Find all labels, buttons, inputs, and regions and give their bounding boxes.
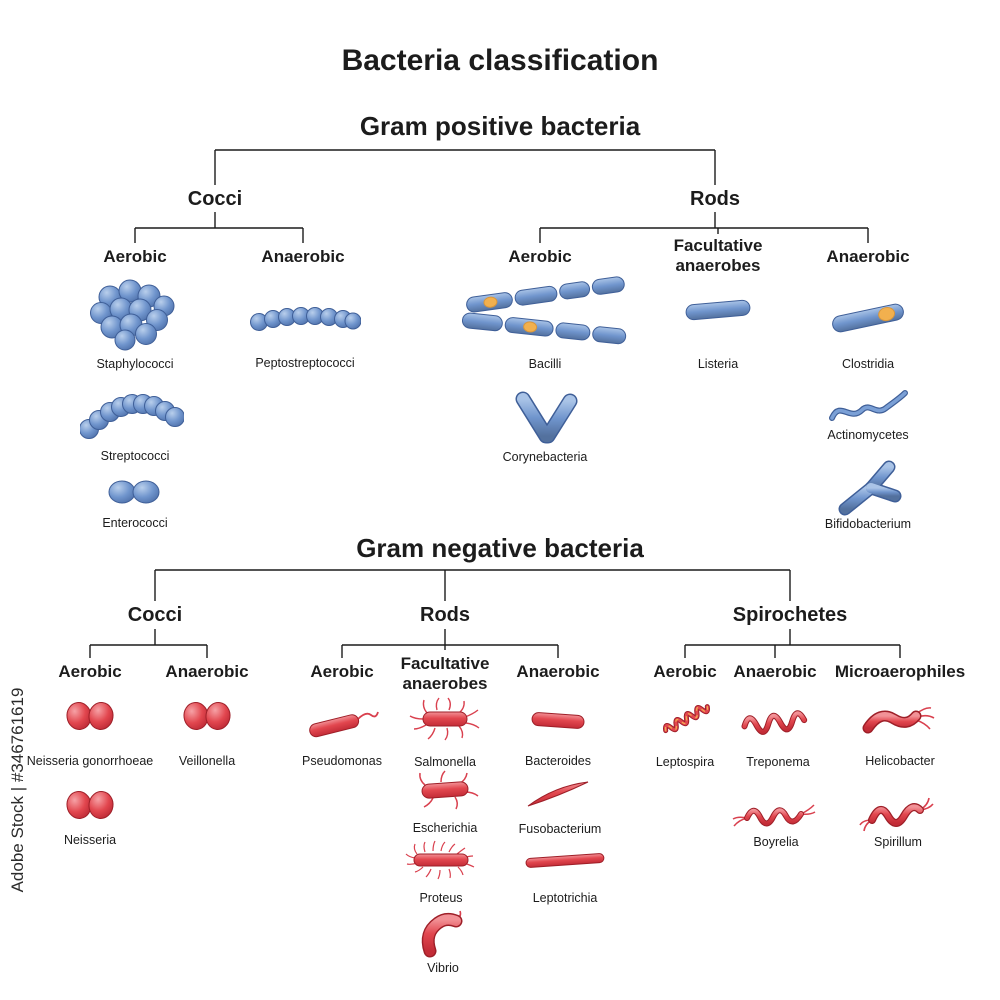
gn-spiro-aerobic-label: Aerobic [653,662,717,681]
label-leptotrichia: Leptotrichia [532,891,598,905]
proteus-illustration [397,837,485,883]
label-bacteroides: Bacteroides [524,754,592,768]
bacteroides-illustration [526,707,590,735]
gn-cocci-anaerobic-label: Anaerobic [165,662,249,681]
watermark: Adobe Stock | #346761619 [8,687,27,893]
label-peptostreptococci: Peptostreptococci [255,356,355,370]
boyrelia-illustration [731,792,817,836]
label-veillonella: Veillonella [178,754,236,768]
gp-rods-anaerobic-label: Anaerobic [826,247,910,266]
gp-cocci-anaerobic-label: Anaerobic [261,247,345,266]
gp-rods-label: Rods [690,188,740,210]
label-streptococci: Streptococci [100,449,170,463]
label-corynebacteria: Corynebacteria [502,450,588,464]
label-neisseria: Neisseria [63,833,117,847]
vibrio-illustration [418,909,468,961]
neisseria-illustration [64,788,116,822]
gn-cocci-aerobic-label: Aerobic [58,662,122,681]
corynebacteria-illustration [503,389,587,451]
spirillum-illustration [858,788,938,836]
gn-spiro-anaerobic-label: Anaerobic [733,662,817,681]
enterococci-illustration [103,476,167,508]
label-clostridia: Clostridia [841,357,895,371]
treponema-illustration [738,701,814,739]
helicobacter-illustration [860,696,940,740]
peptostreptococci-illustration [249,302,362,334]
label-helicobacter: Helicobacter [865,754,935,768]
label-listeria: Listeria [697,357,739,371]
gp-rods-aerobic-label: Aerobic [508,247,572,266]
label-boyrelia: Boyrelia [753,835,799,849]
escherichia-illustration [407,767,483,811]
fusobacterium-illustration [525,777,591,811]
salmonella-illustration [407,695,483,743]
pseudomonas-illustration [303,699,381,741]
label-actinomycetes: Actinomycetes [827,428,909,442]
label-vibrio: Vibrio [427,961,459,975]
gn-rods-anaerobic-label: Anaerobic [516,662,600,681]
veillonella-illustration [181,699,233,733]
actinomycetes-illustration [826,384,910,428]
listeria-illustration [681,296,755,324]
label-neisseria-gonorrhoeae: Neisseria gonorrhoeae [26,754,154,768]
label-pseudomonas: Pseudomonas [302,754,382,768]
label-proteus: Proteus [419,891,463,905]
gn-cocci-label: Cocci [127,604,183,626]
leptotrichia-illustration [522,849,608,873]
label-bifidobacterium: Bifidobacterium [824,517,912,531]
gp-cocci-aerobic-label: Aerobic [103,247,167,266]
label-spirillum: Spirillum [874,835,922,849]
gram-positive-heading: Gram positive bacteria [359,111,641,141]
label-treponema: Treponema [746,755,810,769]
label-bacilli: Bacilli [528,357,562,371]
label-fusobacterium: Fusobacterium [518,822,602,836]
gn-rods-facultative-label: Facultative anaerobes [400,654,490,694]
gram-negative-heading: Gram negative bacteria [356,533,644,563]
gn-rods-label: Rods [420,604,470,626]
bifidobacterium-illustration [832,459,904,517]
gn-spiro-micro-label: Microaerophiles [834,662,966,681]
leptospira-illustration [656,691,714,741]
gn-spirochetes-label: Spirochetes [732,604,848,626]
clostridia-illustration [825,298,911,338]
bacilli-illustration [460,271,630,353]
label-escherichia: Escherichia [412,821,478,835]
label-staphylococci: Staphylococci [96,357,174,371]
gp-cocci-label: Cocci [187,188,243,210]
streptococci-illustration [79,386,185,440]
label-salmonella: Salmonella [414,755,476,769]
diagram-title: Bacteria classification [341,44,659,77]
label-leptospira: Leptospira [655,755,715,769]
staphylococci-illustration [85,278,185,352]
gp-rods-facultative-label: Facultative anaerobes [673,236,763,276]
label-enterococci: Enterococci [102,516,168,530]
neisseria-gonorrhoeae-illustration [64,699,116,733]
gn-rods-aerobic-label: Aerobic [310,662,374,681]
